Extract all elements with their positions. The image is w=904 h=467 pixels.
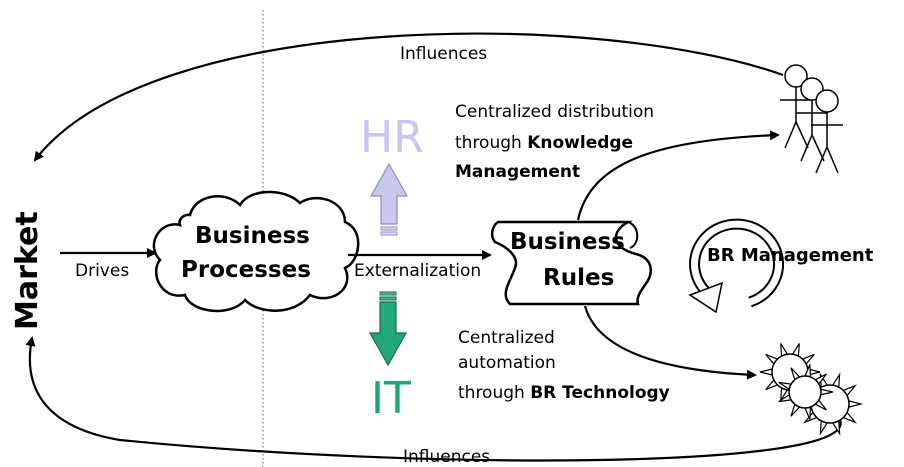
business-processes-line1: Business (195, 223, 310, 249)
tech-text-line3-bold: BR Technology (530, 383, 670, 403)
km-text-line2: through Knowledge (455, 133, 633, 153)
km-text-line1: Centralized distribution (455, 102, 654, 122)
business-processes-line2: Processes (181, 257, 311, 283)
it-down-arrow (368, 291, 408, 367)
km-text-line3: Management (455, 162, 580, 182)
tech-text-line3: through BR Technology (458, 383, 670, 403)
gear-icon (778, 364, 834, 420)
business-rules-line1: Business (510, 229, 625, 255)
business-rules-line2: Rules (543, 265, 614, 291)
br-management-cycle-icon (688, 218, 785, 314)
influence-loop-top (33, 32, 784, 162)
people-icon (780, 64, 843, 174)
drives-label: Drives (75, 261, 129, 281)
influences-top-label: Influences (400, 44, 487, 64)
business-rules-scroll (490, 220, 653, 306)
business-processes-cloud (152, 190, 360, 313)
km-text-line2-bold: Knowledge (527, 133, 633, 153)
km-distribution-arrow (576, 130, 780, 221)
tech-text-line2: automation (458, 353, 556, 373)
market-label: Market (10, 211, 45, 330)
hr-label: HR (360, 112, 424, 163)
influences-bottom-label: Influences (403, 447, 490, 467)
influence-loop-bottom (25, 336, 842, 462)
br-management-label: BR Management (707, 245, 874, 266)
externalization-label: Externalization (354, 261, 481, 281)
hr-up-arrow (369, 162, 409, 236)
km-text-line2-prefix: through (455, 133, 527, 153)
tech-text-line3-prefix: through (458, 383, 530, 403)
it-label: IT (371, 373, 411, 424)
tech-text-line1: Centralized (458, 328, 555, 348)
automation-arrow (583, 305, 757, 380)
gears-icon (759, 343, 864, 436)
